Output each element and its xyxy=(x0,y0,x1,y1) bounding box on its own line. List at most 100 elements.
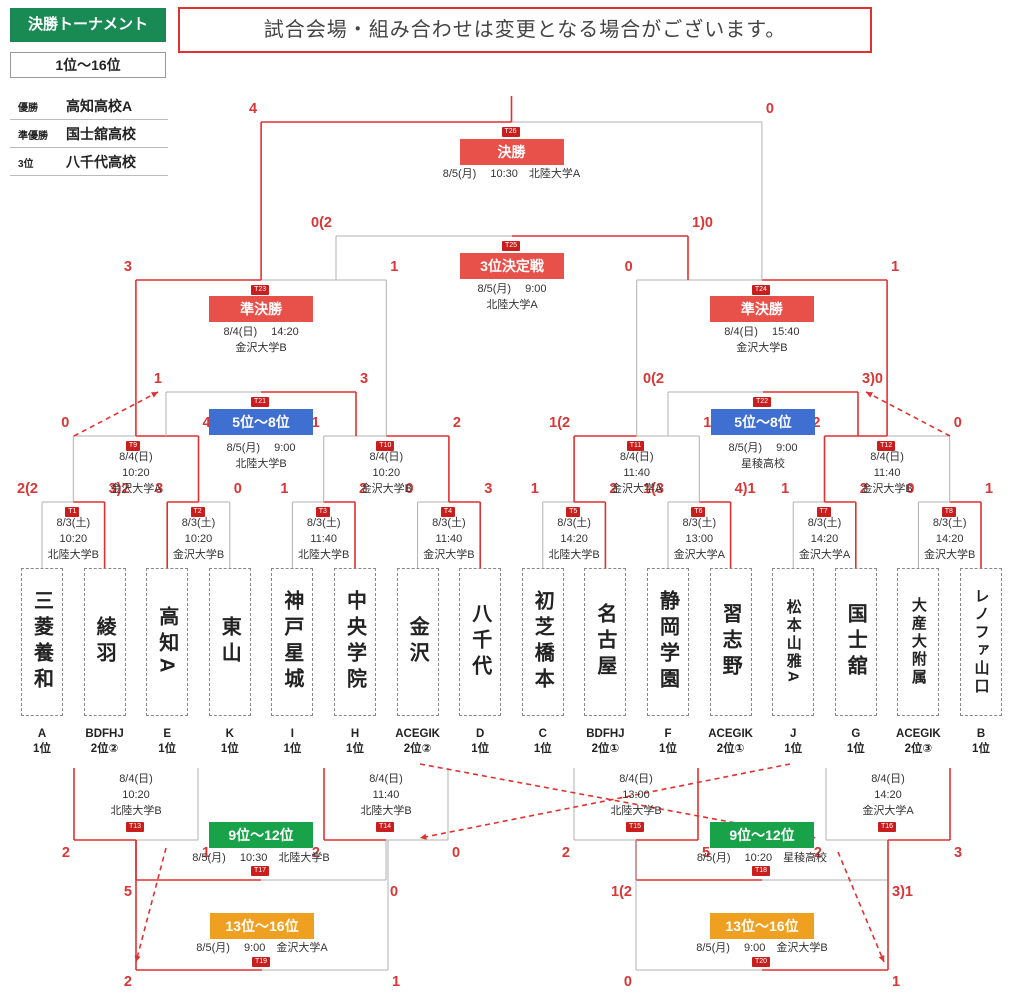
match-info: 8/5(月) 9:00 金沢大学A xyxy=(196,942,328,954)
score-left: 0(2 xyxy=(643,371,664,387)
team-card: 名古屋 xyxy=(584,568,627,716)
score-left: 1(2 xyxy=(611,884,632,900)
team-card: 松本山雅A xyxy=(772,568,815,716)
team-seed: D xyxy=(476,728,485,740)
result-team: 国士舘高校 xyxy=(66,126,136,142)
match-tag: T21 xyxy=(251,397,270,407)
score-right: 2 xyxy=(359,481,368,497)
semifinal-label: 準決勝 xyxy=(709,296,814,322)
team-card: 初芝橋本 xyxy=(521,568,564,716)
score-right: 0 xyxy=(452,845,461,861)
score-left: 1 xyxy=(530,481,539,497)
team-seed: BDFHJ xyxy=(586,728,625,740)
score-left: 0 xyxy=(623,974,632,990)
score-right: 3 xyxy=(954,845,963,861)
team-card: 静岡学園 xyxy=(647,568,689,716)
third-place-label: 3位決定戦 xyxy=(460,253,564,279)
team-place: 1位 xyxy=(346,743,364,755)
team-name: 東山 xyxy=(218,616,241,668)
match-tag: T18 xyxy=(752,866,771,876)
team-name: 金沢 xyxy=(406,616,429,668)
place13-label: 13位～16位 xyxy=(710,913,814,939)
team-seed: K xyxy=(225,728,234,740)
team-name: 静岡学園 xyxy=(656,590,679,694)
match-tag: T10 xyxy=(376,441,395,451)
match-tag: T2 xyxy=(190,507,205,517)
dashed-arrow-line xyxy=(135,847,167,963)
result-row-runner-up: 準優勝 国士舘高校 xyxy=(10,120,168,148)
team-seed: A xyxy=(37,728,47,740)
team-place: 1位 xyxy=(533,743,552,755)
team-place: 1位 xyxy=(33,743,51,755)
arrow-head xyxy=(151,392,158,398)
result-rank: 優勝 xyxy=(18,103,38,114)
result-rank: 3位 xyxy=(18,159,34,170)
team-seed: I xyxy=(290,728,294,740)
match-info: 8/3(土) 11:40 金沢大学B xyxy=(423,517,475,561)
score-right: 2 xyxy=(452,415,461,431)
score-right: 0 xyxy=(390,884,399,900)
match-tag: T8 xyxy=(941,507,956,517)
score-right: 1 xyxy=(390,259,399,275)
team-name: 名古屋 xyxy=(593,603,616,681)
team-seed: B xyxy=(976,728,986,740)
result-team: 八千代高校 xyxy=(66,154,136,170)
score-left: 4 xyxy=(249,101,258,117)
match-tag: T12 xyxy=(877,441,896,451)
score-right: 0 xyxy=(953,415,962,431)
match-tag: T9 xyxy=(125,441,141,451)
team-place: 1位 xyxy=(846,743,865,755)
team-seed: F xyxy=(664,728,672,740)
score-left: 3 xyxy=(123,259,132,275)
match-info: 8/5(月) 9:00 北陸大学A xyxy=(477,283,547,311)
score-left: 2 xyxy=(812,415,821,431)
score-right: 1 xyxy=(892,974,901,990)
arrow-head xyxy=(420,833,427,840)
score-right: 1 xyxy=(202,845,211,861)
match-info: 8/4(日) 15:40 金沢大学B xyxy=(724,326,800,354)
score-right: 5 xyxy=(702,845,711,861)
match-tag: T25 xyxy=(502,241,521,251)
team-seed: C xyxy=(538,728,547,740)
arrow-head xyxy=(878,955,885,962)
score-left: 1(3 xyxy=(643,481,664,497)
team-card: 東山 xyxy=(208,568,251,716)
match-info: 8/5(月) 9:00 北陸大学B xyxy=(226,442,296,470)
team-seed: G xyxy=(851,728,861,740)
team-place: 1位 xyxy=(220,743,239,755)
team-name: 八千代 xyxy=(468,603,491,681)
score-right: 1 xyxy=(392,974,401,990)
team-name: レノファ山口 xyxy=(972,588,990,696)
team-name: 神戸星城 xyxy=(280,590,303,694)
match-info: 8/3(土) 11:40 北陸大学B xyxy=(298,517,350,561)
dashed-arrow-line xyxy=(73,391,159,437)
team-seed: ACEGIK xyxy=(896,728,941,740)
match-info: 8/3(土) 14:20 金沢大学B xyxy=(924,517,976,561)
result-team: 高知高校A xyxy=(66,98,133,114)
place9-label: 9位～12位 xyxy=(209,822,313,848)
score-right: 1 xyxy=(985,481,994,497)
match-info: 8/5(月) 9:00 金沢大学B xyxy=(696,942,828,954)
team-place: 2位③ xyxy=(904,743,933,755)
team-card: 神戸星城 xyxy=(271,568,314,716)
match-tag: T13 xyxy=(126,822,145,832)
range-label: 1位～16位 xyxy=(10,52,166,78)
team-place: 1位 xyxy=(659,743,677,755)
team-card: 習志野 xyxy=(709,568,752,716)
match-info: 8/4(日) 10:20 北陸大学B xyxy=(110,773,162,817)
result-row-third: 3位 八千代高校 xyxy=(10,148,168,176)
place9-label: 9位～12位 xyxy=(710,822,814,848)
team-card: 大産大附属 xyxy=(897,568,940,716)
score-left: 2 xyxy=(123,974,132,990)
place5-label: 5位～8位 xyxy=(711,409,815,435)
score-right: 2 xyxy=(859,481,868,497)
match-info: 8/4(日) 10:20 金沢大学B xyxy=(360,451,412,495)
score-right: 3)2 xyxy=(108,481,130,497)
score-right: 4)1 xyxy=(734,481,756,497)
team-seed: J xyxy=(789,728,797,740)
team-card: 三菱養和 xyxy=(21,568,63,716)
match-info: 8/3(土) 10:20 北陸大学B xyxy=(47,517,99,561)
match-info: 8/4(日) 11:40 金沢大学A xyxy=(611,451,663,495)
result-rank: 準優勝 xyxy=(18,131,48,142)
score-right: 0 xyxy=(765,101,774,117)
